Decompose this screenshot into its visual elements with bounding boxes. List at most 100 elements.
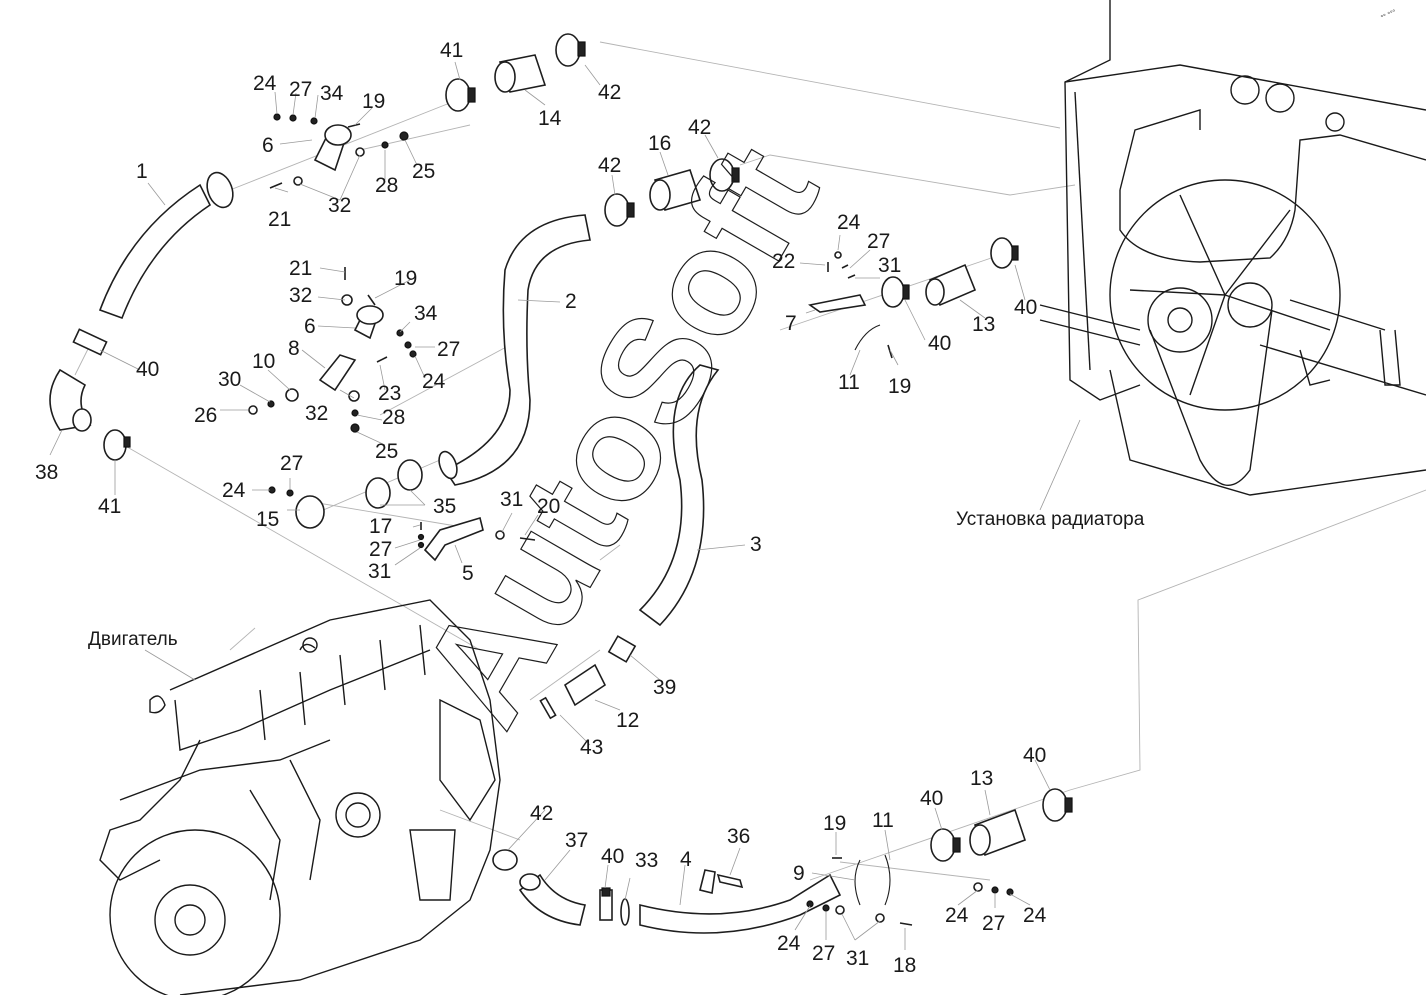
callout-5: 5 [462, 562, 474, 585]
clamp-39 [607, 635, 637, 663]
assembly-axis-lines [74, 41, 1426, 881]
corner-mark: °° °°° [1380, 8, 1398, 22]
callout-26: 26 [194, 404, 217, 427]
callout-6: 6 [304, 315, 316, 338]
strap-11 [854, 324, 881, 351]
hose-3 [638, 364, 720, 627]
callout-36: 36 [727, 825, 750, 848]
callout-32: 32 [328, 194, 351, 217]
callout-8: 8 [288, 337, 300, 360]
callout-19: 19 [362, 90, 385, 113]
sleeve-13-bottom [969, 808, 1027, 857]
callout-42: 42 [598, 154, 621, 177]
callout-22: 22 [772, 250, 795, 273]
callout-27: 27 [369, 538, 392, 561]
callout-31: 31 [500, 488, 523, 511]
clamp-42 [709, 158, 740, 192]
callout-27: 27 [280, 452, 303, 475]
hose-2 [438, 214, 591, 486]
strap-9 [854, 859, 861, 906]
callout-2: 2 [565, 290, 577, 313]
callout-34: 34 [320, 82, 344, 105]
sleeve-16 [649, 169, 702, 211]
callout-32: 32 [305, 402, 328, 425]
clamp-40 [881, 276, 910, 308]
callout-10: 10 [252, 350, 275, 373]
callout-40: 40 [601, 845, 624, 868]
callout-31: 31 [368, 560, 391, 583]
callout-18: 18 [893, 954, 916, 977]
clamp-43 [492, 849, 518, 871]
callout-1: 1 [136, 160, 148, 183]
elbow-38 [49, 368, 92, 432]
callout-24: 24 [1023, 904, 1047, 927]
callout-25: 25 [412, 160, 435, 183]
callout-37: 37 [565, 829, 588, 852]
callout-4: 4 [680, 848, 692, 871]
callout-40: 40 [928, 332, 951, 355]
callout-17: 17 [369, 515, 392, 538]
o-ring-35 [365, 459, 423, 509]
callout-21: 21 [289, 257, 312, 280]
callout-38: 38 [35, 461, 58, 484]
callout-24: 24 [222, 479, 246, 502]
fasteners [248, 113, 1014, 926]
callout-27: 27 [289, 78, 312, 101]
callout-16: 16 [648, 132, 671, 155]
clamp-40 [1042, 788, 1073, 822]
clamp-40 [930, 828, 961, 862]
callout-35: 35 [433, 495, 456, 518]
callout-42: 42 [598, 81, 621, 104]
callout-14: 14 [538, 107, 562, 130]
callout-23: 23 [378, 382, 401, 405]
clamps [72, 33, 1073, 926]
callout-27: 27 [982, 912, 1005, 935]
callout-33: 33 [635, 849, 658, 872]
elbow-37 [518, 873, 586, 926]
engine-drawing [99, 599, 501, 1000]
callout-27: 27 [812, 942, 835, 965]
callout-11: 11 [838, 371, 860, 394]
sensor-36 [716, 873, 744, 889]
callout-20: 20 [537, 495, 560, 518]
callout-19: 19 [888, 375, 911, 398]
sleeve-12 [563, 663, 607, 707]
clamp-43 [539, 696, 557, 720]
callout-27: 27 [867, 230, 890, 253]
callout-6: 6 [262, 134, 274, 157]
clamp-42 [445, 78, 476, 112]
sleeves [494, 54, 1027, 857]
clamp-42 [555, 33, 586, 67]
hose-1 [98, 171, 234, 320]
clamp-42 [604, 193, 635, 227]
clamp-41 [72, 328, 108, 356]
clamp-bracket-6 [356, 305, 384, 325]
callout-41: 41 [98, 495, 121, 518]
callout-21: 21 [268, 208, 291, 231]
callout-31: 31 [846, 947, 869, 970]
callout-24: 24 [422, 370, 446, 393]
callout-3: 3 [750, 533, 762, 556]
callout-31: 31 [878, 254, 901, 277]
bracket-7 [808, 294, 867, 313]
sleeve-13-top [925, 263, 977, 307]
ring-33 [620, 898, 630, 926]
callout-30: 30 [218, 368, 241, 391]
callout-24: 24 [837, 211, 861, 234]
callout-34: 34 [414, 302, 438, 325]
callout-13: 13 [972, 313, 995, 336]
callout-28: 28 [375, 174, 398, 197]
callout-24: 24 [777, 932, 801, 955]
leader-lines [49, 61, 1051, 950]
engine-leader [144, 649, 196, 681]
radiator-label: Установка радиатора [956, 509, 1145, 530]
clamp-40 [599, 887, 613, 921]
callout-13: 13 [970, 767, 993, 790]
callout-12: 12 [616, 709, 639, 732]
callout-39: 39 [653, 676, 676, 699]
callout-24: 24 [945, 904, 969, 927]
bracket-5 [423, 516, 484, 562]
callout-40: 40 [1014, 296, 1037, 319]
